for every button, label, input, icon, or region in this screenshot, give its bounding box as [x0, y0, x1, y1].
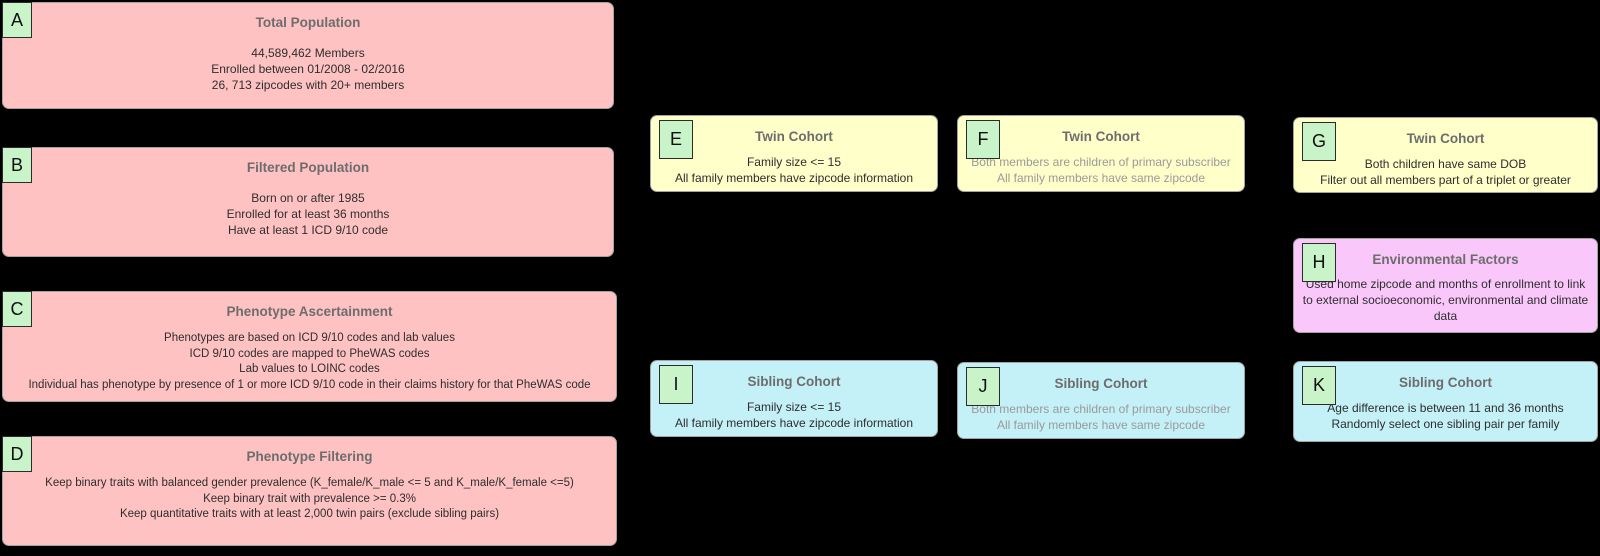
node-sibling-cohort-1: I Sibling Cohort Family size <= 15 All f… — [650, 360, 938, 437]
node-title: Filtered Population — [246, 160, 370, 175]
node-line: Both members are children of primary sub… — [971, 155, 1231, 169]
node-badge-c: C — [2, 291, 32, 327]
node-line: Enrolled for at least 36 months — [226, 207, 390, 221]
node-title: Sibling Cohort — [747, 374, 841, 389]
node-twin-cohort-1: E Twin Cohort Family size <= 15 All fami… — [650, 115, 938, 192]
node-line: Lab values to LOINC codes — [239, 363, 380, 375]
node-twin-cohort-2: F Twin Cohort Both members are children … — [957, 115, 1245, 192]
node-badge-b: B — [2, 147, 32, 183]
node-body: Born on or after 1985 Enrolled for at le… — [3, 190, 613, 238]
node-body: Age difference is between 11 and 36 mont… — [1294, 400, 1597, 432]
node-badge-i: I — [659, 365, 693, 404]
node-badge-d: D — [2, 436, 32, 472]
node-line: Phenotypes are based on ICD 9/10 codes a… — [164, 332, 455, 344]
node-title: Environmental Factors — [1372, 252, 1519, 267]
node-sibling-cohort-3: K Sibling Cohort Age difference is betwe… — [1293, 361, 1598, 442]
node-badge-f: F — [966, 120, 1000, 159]
node-line: Have at least 1 ICD 9/10 code — [227, 223, 389, 237]
node-sibling-cohort-2: J Sibling Cohort Both members are childr… — [957, 362, 1245, 439]
node-badge-e: E — [659, 120, 693, 159]
node-body: Keep binary traits with balanced gender … — [3, 476, 616, 523]
node-phenotype-ascertainment: C Phenotype Ascertainment Phenotypes are… — [2, 291, 617, 402]
node-badge-k: K — [1302, 366, 1336, 405]
node-filtered-population: B Filtered Population Born on or after 1… — [2, 147, 614, 257]
node-badge-g: G — [1302, 122, 1336, 161]
node-body: Both members are children of primary sub… — [958, 401, 1244, 433]
node-line: Enrolled between 01/2008 - 02/2016 — [211, 62, 405, 76]
node-body: 44,589,462 Members Enrolled between 01/2… — [3, 45, 613, 93]
node-line: Filter out all members part of a triplet… — [1320, 173, 1571, 187]
node-body: Phenotypes are based on ICD 9/10 codes a… — [3, 331, 616, 393]
node-line: Family size <= 15 — [746, 400, 842, 414]
node-line: Born on or after 1985 — [251, 191, 365, 205]
node-line: Keep quantitative traits with at least 2… — [119, 508, 500, 520]
node-line: Both children have same DOB — [1364, 157, 1527, 171]
node-line: All family members have same zipcode — [996, 418, 1206, 432]
node-line: ICD 9/10 codes are mapped to PheWAS code… — [189, 347, 430, 360]
node-line: Keep binary trait with prevalence >= 0.3… — [203, 492, 416, 505]
node-environmental-factors: H Environmental Factors Used home zipcod… — [1293, 238, 1598, 333]
node-line: 44,589,462 Members — [251, 46, 365, 60]
node-body: Family size <= 15 All family members hav… — [651, 154, 937, 186]
node-line: All family members have zipcode informat… — [674, 416, 914, 430]
node-title: Phenotype Filtering — [246, 449, 373, 464]
node-line: Family size <= 15 — [746, 155, 842, 169]
node-badge-a: A — [2, 2, 32, 38]
node-title: Twin Cohort — [1406, 131, 1485, 146]
node-line: 26, 713 zipcodes with 20+ members — [211, 78, 405, 92]
node-body: Both children have same DOB Filter out a… — [1294, 156, 1597, 188]
node-body: Family size <= 15 All family members hav… — [651, 399, 937, 431]
node-phenotype-filtering: D Phenotype Filtering Keep binary traits… — [2, 436, 617, 546]
node-title: Phenotype Ascertainment — [226, 304, 393, 319]
node-body: Both members are children of primary sub… — [958, 154, 1244, 186]
node-total-population: A Total Population 44,589,462 Members En… — [2, 2, 614, 109]
node-title: Twin Cohort — [755, 129, 833, 144]
node-line: Randomly select one sibling pair per fam… — [1331, 417, 1560, 431]
node-title: Sibling Cohort — [1399, 375, 1492, 390]
node-twin-cohort-3: G Twin Cohort Both children have same DO… — [1293, 117, 1598, 193]
node-line: All family members have zipcode informat… — [674, 171, 914, 185]
node-title: Twin Cohort — [1062, 129, 1140, 144]
node-title: Sibling Cohort — [1054, 376, 1148, 391]
node-line: Used home zipcode and months of enrollme… — [1302, 277, 1589, 323]
node-line: Individual has phenotype by presence of … — [28, 378, 591, 391]
node-title: Total Population — [255, 15, 361, 30]
node-line: Keep binary traits with balanced gender … — [45, 477, 574, 489]
node-badge-j: J — [966, 367, 1000, 406]
node-body: Used home zipcode and months of enrollme… — [1294, 276, 1597, 324]
node-badge-h: H — [1302, 243, 1336, 282]
node-line: Age difference is between 11 and 36 mont… — [1327, 401, 1564, 415]
node-line: All family members have same zipcode — [996, 171, 1206, 185]
node-line: Both members are children of primary sub… — [971, 402, 1231, 416]
